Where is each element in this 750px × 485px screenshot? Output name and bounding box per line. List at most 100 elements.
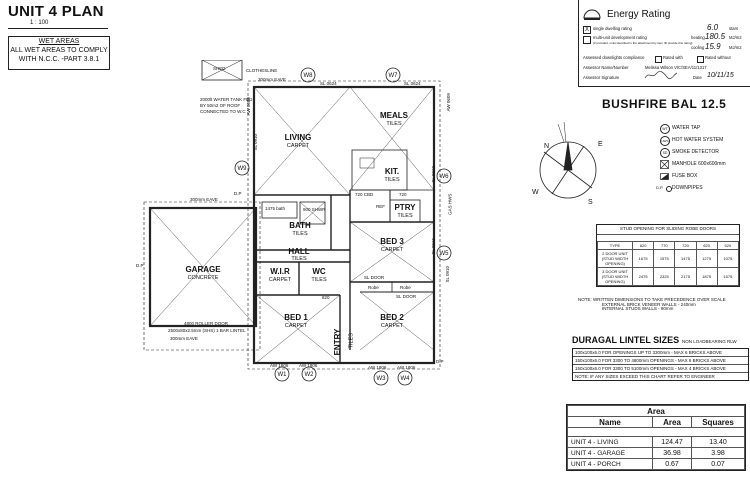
window-w1: W1 xyxy=(278,372,288,378)
window-w9: W9 xyxy=(238,166,248,172)
area-row-name: UNIT 4 - PORCH xyxy=(567,458,653,470)
lintel-row: 100x100x6.0 FOR OPENINGS UP TO 3300mm - … xyxy=(573,349,748,357)
room-bed1-finish: CARPET xyxy=(284,323,308,329)
window-w4: W4 xyxy=(401,376,411,382)
label-dp-2: D.P xyxy=(136,263,144,268)
area-row-name: UNIT 4 - GARAGE xyxy=(567,447,653,459)
wet-areas-heading: WET AREAS xyxy=(38,38,80,45)
energy-rating-box: Energy Rating X single dwelling rating 6… xyxy=(578,0,750,87)
window-w8: W8 xyxy=(304,73,314,79)
room-wc: WC xyxy=(312,267,326,276)
stud-row: 3 DOOR UNIT (STUD WIDTH OPENING) 2475 23… xyxy=(597,266,740,286)
legend-label-downpipe: DOWNPIPES xyxy=(672,185,703,191)
energy-stars: 6.0 xyxy=(707,23,719,32)
downpipe-circle-icon xyxy=(666,186,672,192)
table-row: UNIT 4 - PORCH 0.67 0.07 xyxy=(567,458,745,470)
room-entry: ENTRY xyxy=(333,328,342,356)
cooling-value: 15.9 xyxy=(705,42,721,51)
legend-label-manhole: MANHOLE 600x600mm xyxy=(672,161,726,167)
lintel-row-text: 100x100x6.0 FOR OPENINGS UP TO 3300mm - … xyxy=(573,349,748,357)
area-row-area: 124.47 xyxy=(651,436,693,448)
label-w5b-size: SL 0910 xyxy=(445,265,451,283)
room-meals-finish: TILES xyxy=(386,121,402,127)
label-dp-1: D.P xyxy=(234,191,242,196)
stud-header-cell: 620 xyxy=(695,240,718,250)
label-sl-door-2: SL DOOR xyxy=(396,294,417,299)
label-door-820: 820 xyxy=(322,295,330,300)
label-shed: SHED xyxy=(213,66,226,71)
table-row: UNIT 4 - GARAGE 36.98 3.98 xyxy=(567,447,745,459)
room-wir: W.I.R xyxy=(270,267,290,276)
room-bed2: BED 2 xyxy=(380,313,404,322)
legend-label-smoke-detector: SMOKE DETECTOR xyxy=(672,149,719,155)
legend-label-water-tap: WATER TAP xyxy=(672,125,701,131)
compass-w: W xyxy=(532,189,539,196)
label-tank-2: BY 50m2 OF ROOF xyxy=(200,103,241,108)
dimension-note-line1: NOTE: WRITTEN DIMENSIONS TO TAKE PRECEDE… xyxy=(578,297,726,302)
stud-table-title: STUD OPENING FOR SLIDING ROBE DOORS xyxy=(597,225,739,235)
compass-s: S xyxy=(588,199,593,206)
assessor-signature xyxy=(644,71,678,80)
stud-row-cell: 1575 xyxy=(653,248,676,268)
energy-logo-icon xyxy=(583,9,601,20)
room-pantry-finish: TILES xyxy=(397,213,413,219)
hot-water-icon: HWS xyxy=(660,136,670,146)
label-w5-size: SL 0515 xyxy=(431,237,437,255)
wet-areas-note: WET AREAS ALL WET AREAS TO COMPLY WITH N… xyxy=(8,36,110,70)
room-bed3-finish: CARPET xyxy=(380,247,404,253)
label-door-720: 720 xyxy=(399,192,407,197)
room-bed3: BED 3 xyxy=(380,237,404,246)
stud-header-cell: 520 xyxy=(716,240,740,250)
label-bath-fitting: 1475 bath xyxy=(265,206,286,211)
assessor-number-label: Assessor Name/Number xyxy=(583,65,629,70)
stud-row-cell: 1475 xyxy=(674,248,697,268)
assessor-signature-label: Assessor Signature xyxy=(583,75,620,80)
legend-item-hot-water: HWS HOT WATER SYSTEM xyxy=(660,136,750,148)
window-w5: W5 xyxy=(440,251,450,257)
stud-header-cell: TYPE xyxy=(597,240,633,250)
label-shower: 900 SHWR xyxy=(303,207,326,212)
stud-row-cell: 2325 xyxy=(653,266,676,286)
compass-n: N xyxy=(544,143,549,150)
lintel-row-text: NOTE: IF ANY SIZES EXCEED THIS CHART REF… xyxy=(575,374,715,379)
lintel-subtitle: NON LOADBEARING RLW xyxy=(682,339,737,344)
date-value: 10/11/15 xyxy=(707,72,734,79)
label-tank-3: CONNECTED TO W.C xyxy=(200,109,246,114)
label-sl-w8: SL 0624 xyxy=(320,81,337,86)
heating-value: 180.5 xyxy=(705,32,726,41)
room-garage: GARAGE xyxy=(185,265,221,274)
multi-unit-note: (if provided, units identified in the at… xyxy=(593,41,693,45)
downlight-label: Assessed downlights compliance xyxy=(583,55,645,60)
dimension-note-line2: EXTERNAL BRICK VENEER WALLS - 240mm xyxy=(602,301,696,307)
area-table-title: Area xyxy=(567,405,745,417)
stud-header-cell: 770 xyxy=(653,240,676,250)
stud-row-cell: 2475 xyxy=(631,266,655,286)
lintel-row-text: 150x100x6.0 FOR 3300 TO 5100mm OPENINGS … xyxy=(573,364,748,373)
label-cbd: 720 CBD xyxy=(355,192,374,197)
label-gas-hws: GAS HWS xyxy=(447,193,453,215)
area-col-name: Name xyxy=(567,416,653,428)
lintel-title: DURAGAL LINTEL SIZES xyxy=(572,335,680,345)
label-aw-2: AW 1806 xyxy=(299,363,318,368)
room-bath-finish: TILES xyxy=(292,231,308,237)
label-lintel-note: 2500x80x2.5mm (SHS) 1 BAR LINTEL xyxy=(168,328,246,333)
area-table: Area Name Area Squares UNIT 4 - LIVING 1… xyxy=(566,404,746,471)
rated-with-label: Rated with xyxy=(663,55,683,60)
window-w3: W3 xyxy=(377,376,387,382)
label-clothesline: CLOTHESLINE xyxy=(246,68,278,73)
room-living: LIVING xyxy=(284,133,312,142)
stud-row-cell: 1675 xyxy=(631,248,655,268)
heating-unit: MJ/m2 xyxy=(729,35,742,40)
stud-header-cell: 720 xyxy=(674,240,697,250)
stud-row-cell: 1075 xyxy=(716,248,740,268)
window-w6: W6 xyxy=(440,174,450,180)
lintel-row-text: 150x100x6.0 FOR 3300 TO 4800mm OPENINGS … xyxy=(573,356,748,365)
legend-item-fuse-box: FUSE BOX xyxy=(660,172,750,184)
date-label: Date xyxy=(693,75,702,80)
stud-header-cell: 820 xyxy=(631,240,655,250)
legend-item-manhole: MANHOLE 600x600mm xyxy=(660,160,750,172)
room-bed1: BED 1 xyxy=(284,313,308,322)
room-bed2-finish: CARPET xyxy=(380,323,404,329)
compass-rose: N E S W xyxy=(532,121,603,206)
label-awning-w: AW 0609 xyxy=(245,97,251,116)
